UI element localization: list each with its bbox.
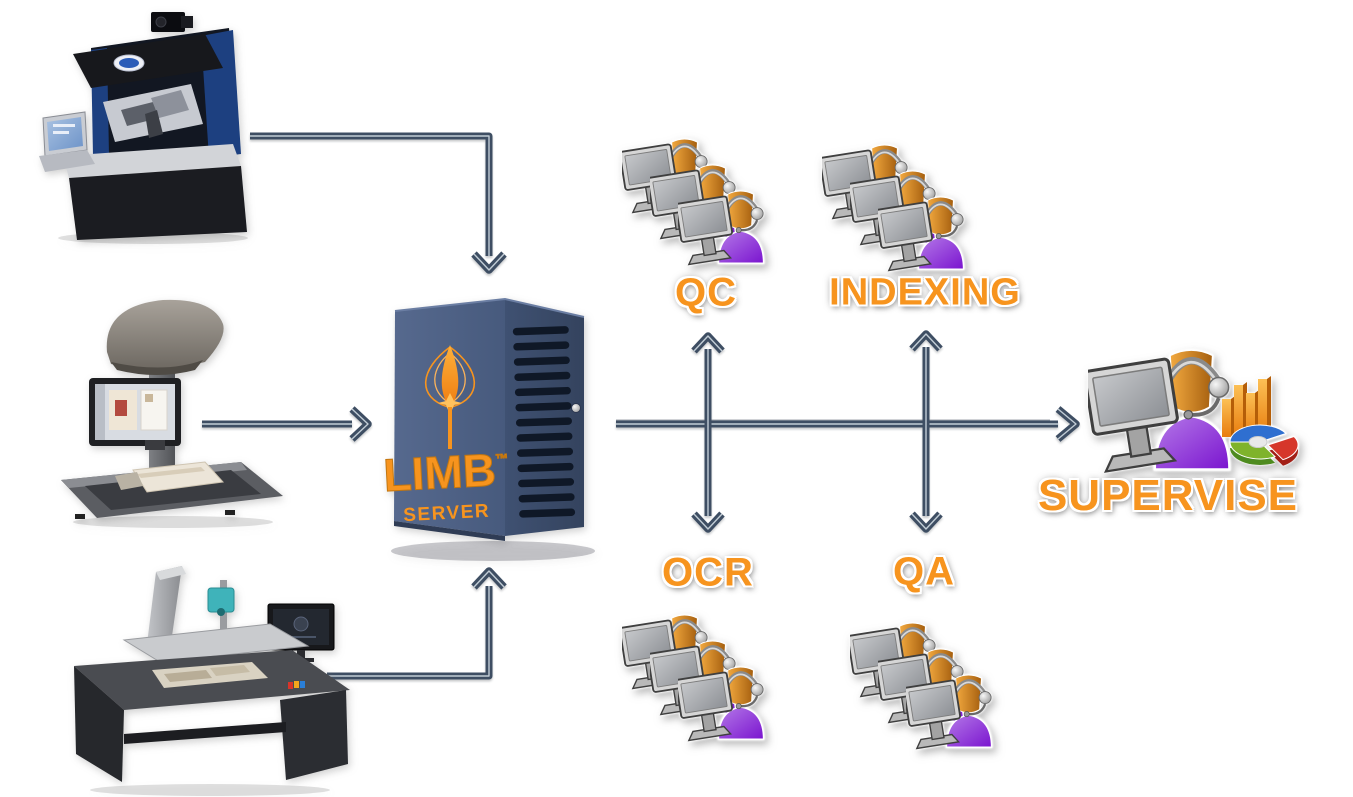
label-supervise: SUPERVISE <box>1037 471 1299 520</box>
operator-team-icon <box>850 606 1000 756</box>
overhead-book-scanner-illustration <box>61 299 283 528</box>
server-subtitle-text: SERVER <box>403 501 491 527</box>
scanner-monitor-icon <box>89 378 181 450</box>
scanner-laptop-icon <box>39 111 95 172</box>
robotic-book-scanner-illustration <box>39 12 248 244</box>
server-button <box>571 403 581 413</box>
bar-chart-icon <box>1222 376 1271 437</box>
supervisor-station <box>1080 322 1315 482</box>
label-qa: QA <box>893 549 955 594</box>
arrow-indexing-qa-twoway <box>909 330 943 533</box>
arrow-overhead-to-server <box>202 406 372 442</box>
arrow-qc-ocr-twoway <box>691 332 725 533</box>
robotic-book-scanner <box>33 6 265 244</box>
label-indexing: INDEXING <box>829 271 1021 314</box>
scanner-camera-icon <box>207 587 235 616</box>
limb-flame-logo-icon <box>424 345 476 449</box>
limb-server: LIMB™ SERVER <box>383 283 618 568</box>
team-qa <box>850 606 1000 756</box>
large-format-table-scanner <box>60 554 362 796</box>
overhead-book-scanner <box>45 290 291 530</box>
operator-team-icon <box>822 128 972 278</box>
arrow-table-to-server <box>327 567 507 680</box>
limb-server-illustration: LIMB™ SERVER <box>383 297 595 561</box>
document-icon <box>152 662 268 688</box>
team-ocr <box>622 598 772 748</box>
label-qc: QC <box>675 270 737 315</box>
operator-team-icon <box>622 122 772 272</box>
table-scanner-illustration <box>74 566 350 796</box>
team-qc <box>622 122 772 272</box>
arrow-robotic-to-server <box>250 132 507 274</box>
scanner-camera-icon <box>151 12 193 32</box>
arrow-server-to-supervise <box>616 406 1080 442</box>
operator-team-icon <box>622 598 772 748</box>
pie-chart-icon <box>1229 424 1299 466</box>
supervisor-icon <box>1080 322 1299 482</box>
label-ocr: OCR <box>662 550 754 595</box>
server-vents <box>512 326 576 518</box>
brand-color-logo <box>288 681 305 689</box>
open-book-icon <box>115 461 225 493</box>
team-indexing <box>822 128 972 278</box>
scanner-head-icon <box>106 299 224 369</box>
server-brand-text: LIMB™ <box>383 443 510 501</box>
